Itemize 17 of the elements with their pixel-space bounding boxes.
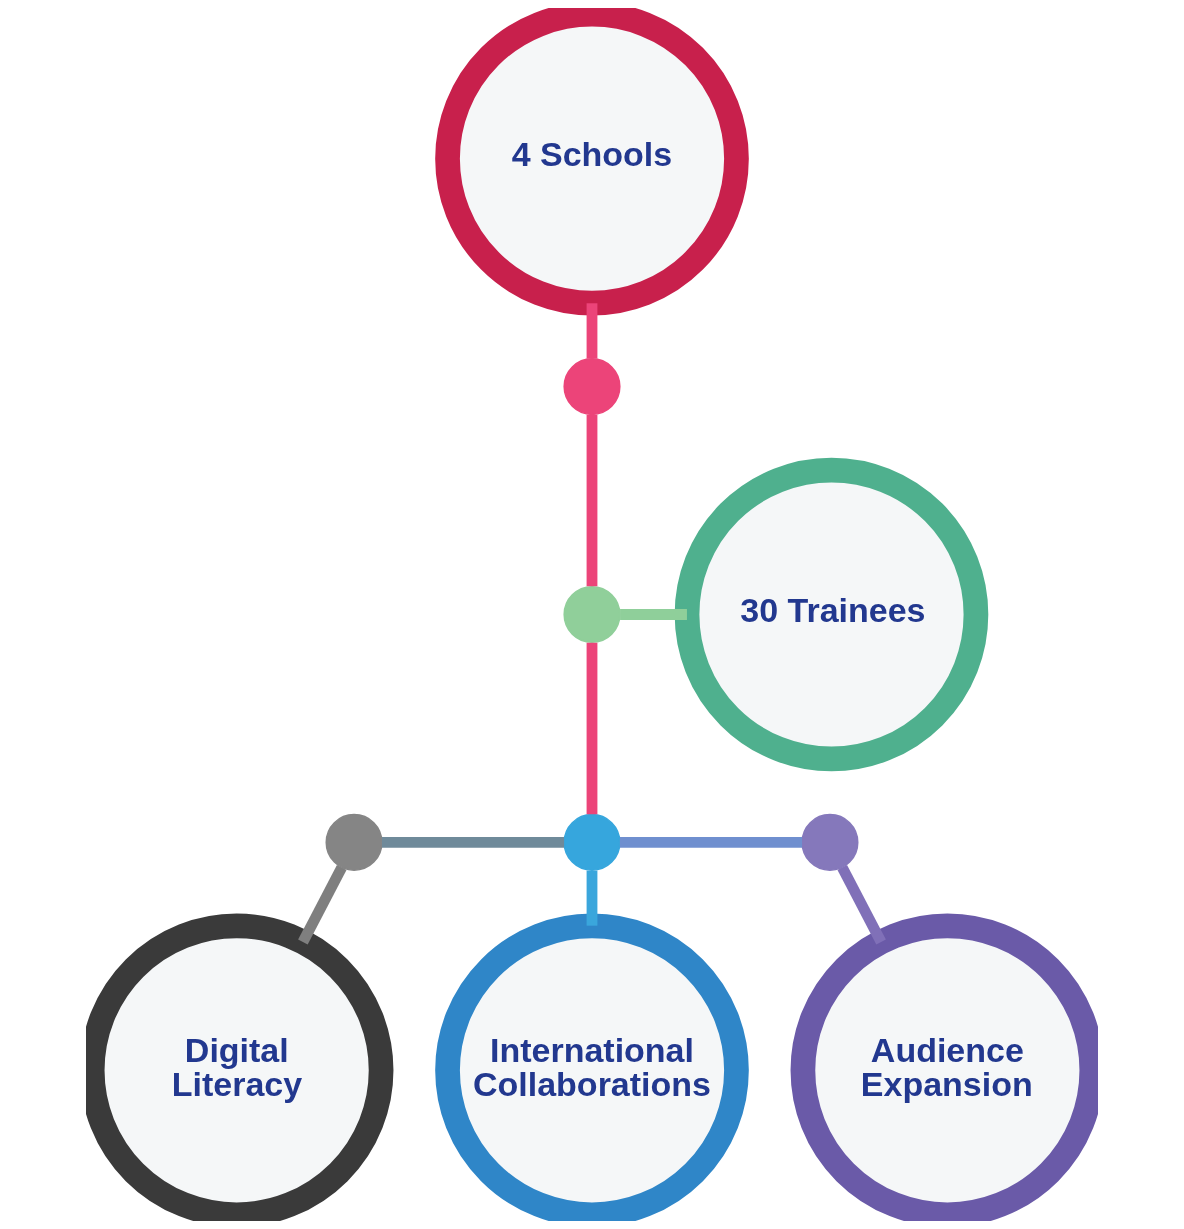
connector [586, 414, 598, 587]
node-circle: 30 Trainees [674, 457, 989, 772]
connector [586, 642, 598, 815]
node-circle: International Collaborations [435, 913, 749, 1221]
connector [298, 865, 347, 945]
node-circle [563, 358, 621, 416]
node-circle: 4 Schools [435, 8, 749, 316]
node-circle [563, 585, 621, 644]
connector [837, 865, 886, 945]
connector [619, 837, 803, 848]
node-circle [801, 813, 859, 871]
node-circle: Digital Literacy [86, 913, 394, 1221]
node-circle: Audience Expansion [790, 913, 1098, 1221]
node-circle [325, 813, 383, 871]
connector [620, 609, 687, 620]
connector [381, 837, 565, 848]
node-circle [563, 813, 621, 871]
